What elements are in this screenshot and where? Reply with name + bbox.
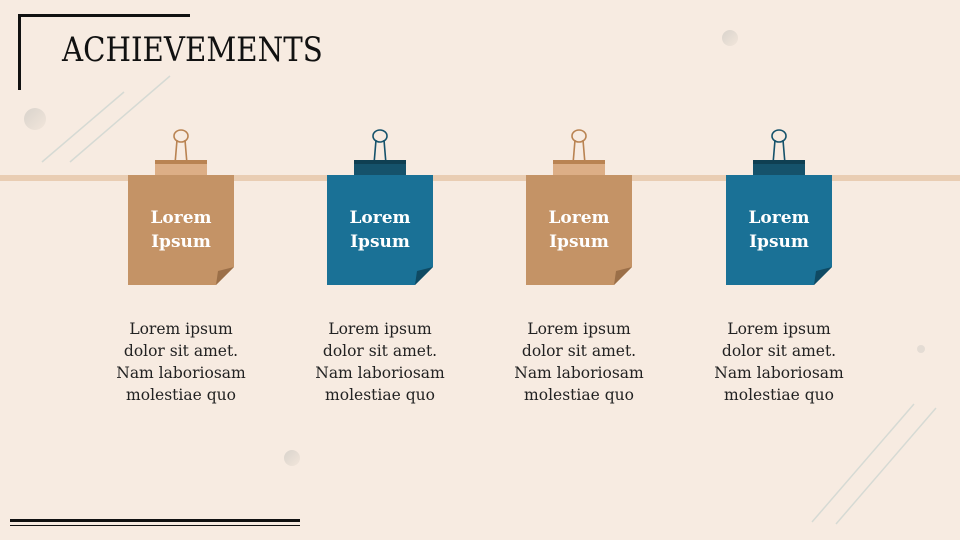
sticky-note: Lorem Ipsum xyxy=(726,175,832,285)
description-line: dolor sit amet. xyxy=(322,342,438,360)
page-title: ACHIEVEMENTS xyxy=(62,30,323,70)
description-line: Nam laboriosam xyxy=(116,364,246,382)
note-line: Lorem xyxy=(548,208,610,228)
frame-corner-left xyxy=(18,14,21,90)
sticky-note: Lorem Ipsum xyxy=(327,175,433,285)
note-line: Lorem xyxy=(150,208,212,228)
note-line: Ipsum xyxy=(350,232,410,252)
description-line: dolor sit amet. xyxy=(123,342,239,360)
sticky-note: Lorem Ipsum xyxy=(128,175,234,285)
description-line: Nam laboriosam xyxy=(315,364,445,382)
deco-dot xyxy=(284,450,300,466)
note-shape xyxy=(128,175,234,285)
deco-dot xyxy=(917,345,925,353)
description-line: Lorem ipsum xyxy=(727,320,831,338)
deco-line xyxy=(835,407,937,525)
bottom-rule-thin xyxy=(10,525,300,526)
note-shape xyxy=(327,175,433,285)
achievement-description: Lorem ipsum dolor sit amet. Nam laboriosam… xyxy=(280,318,480,406)
note-line: Ipsum xyxy=(549,232,609,252)
achievement-description: Lorem ipsum dolor sit amet. Nam laboriosam… xyxy=(479,318,679,406)
deco-line xyxy=(811,403,915,523)
deco-dot xyxy=(722,30,738,46)
achievement-description: Lorem ipsum dolor sit amet. Nam laboriosam… xyxy=(81,318,281,406)
description-line: Nam laboriosam xyxy=(714,364,844,382)
description-line: molestiae quo xyxy=(724,386,834,404)
description-line: dolor sit amet. xyxy=(721,342,837,360)
note-shape xyxy=(526,175,632,285)
hanging-rope xyxy=(0,175,960,181)
achievement-description: Lorem ipsum dolor sit amet. Nam laboriosam… xyxy=(679,318,879,406)
description-line: molestiae quo xyxy=(126,386,236,404)
description-line: dolor sit amet. xyxy=(521,342,637,360)
description-line: Lorem ipsum xyxy=(328,320,432,338)
frame-corner-top xyxy=(18,14,190,17)
note-line: Ipsum xyxy=(749,232,809,252)
note-line: Lorem xyxy=(349,208,411,228)
note-line: Lorem xyxy=(748,208,810,228)
note-line: Ipsum xyxy=(151,232,211,252)
description-line: Lorem ipsum xyxy=(527,320,631,338)
deco-dot xyxy=(24,108,46,130)
sticky-note: Lorem Ipsum xyxy=(526,175,632,285)
note-shape xyxy=(726,175,832,285)
description-line: Nam laboriosam xyxy=(514,364,644,382)
bottom-rule-thick xyxy=(10,519,300,522)
description-line: molestiae quo xyxy=(325,386,435,404)
description-line: Lorem ipsum xyxy=(129,320,233,338)
description-line: molestiae quo xyxy=(524,386,634,404)
